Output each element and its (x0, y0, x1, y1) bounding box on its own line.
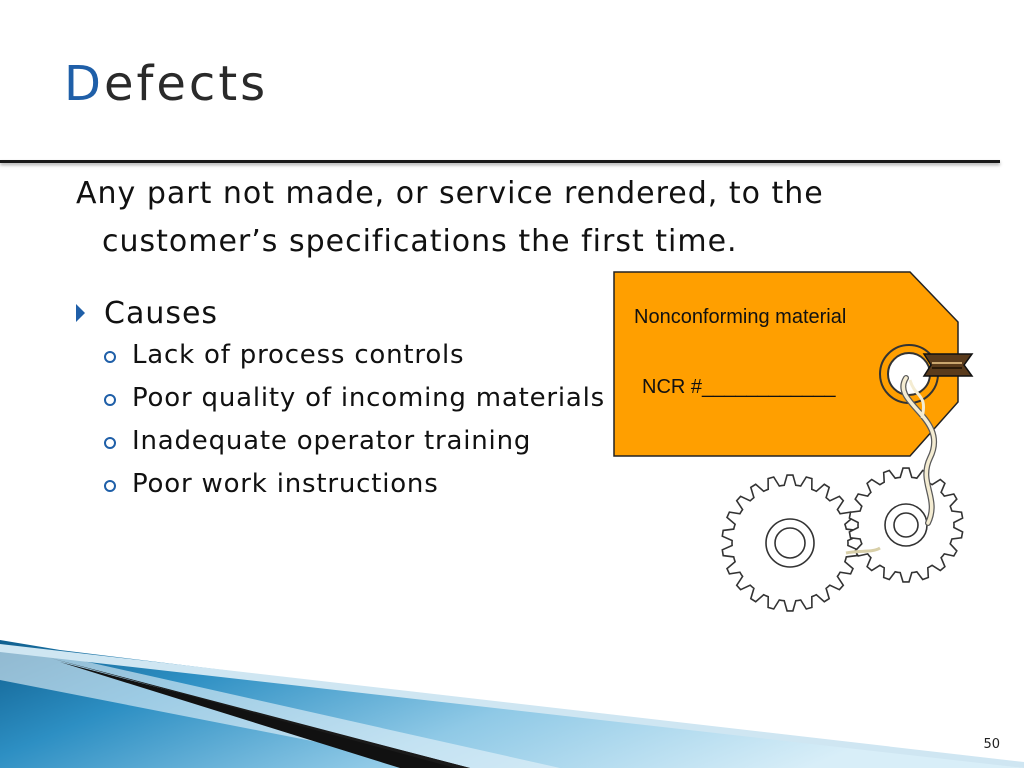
cause-item: Poor work instructions (104, 463, 906, 506)
cause-item: Inadequate operator training (104, 420, 906, 463)
circle-bullet-icon (104, 351, 116, 363)
circle-bullet-icon (104, 394, 116, 406)
cause-item-text: Poor quality of incoming materials (132, 383, 606, 413)
cause-item-text: Poor work instructions (132, 469, 439, 499)
slide-title-initial: D (64, 56, 104, 112)
tag-svg (613, 271, 974, 612)
small-gear-icon (848, 467, 964, 583)
causes-label: Causes (104, 296, 219, 331)
circle-bullet-icon (104, 480, 116, 492)
definition-text: Any part not made, or service rendered, … (76, 176, 824, 259)
tag-and-gears-illustration: Nonconforming material NCR #____________ (610, 268, 980, 618)
cause-item-text: Inadequate operator training (132, 426, 532, 456)
tag-ncr-number: NCR #____________ (642, 376, 836, 398)
slide-title-rest: efects (103, 56, 269, 112)
cause-item-text: Lack of process controls (132, 340, 465, 370)
causes-heading: Causes (76, 294, 906, 334)
footer-wedge (0, 640, 1024, 768)
large-gear-icon (721, 474, 859, 612)
title-divider (0, 160, 1000, 163)
triangle-bullet-icon (76, 304, 85, 322)
circle-bullet-icon (104, 437, 116, 449)
slide-title: Defects (64, 56, 268, 112)
page-number: 50 (983, 737, 1000, 752)
cause-item: Poor quality of incoming materials (104, 377, 906, 420)
tag-icon (613, 271, 959, 457)
causes-list: Lack of process controls Poor quality of… (76, 334, 906, 506)
cause-item: Lack of process controls (104, 334, 906, 377)
tag-heading: Nonconforming material (634, 306, 847, 328)
slide-body: Any part not made, or service rendered, … (76, 170, 906, 506)
